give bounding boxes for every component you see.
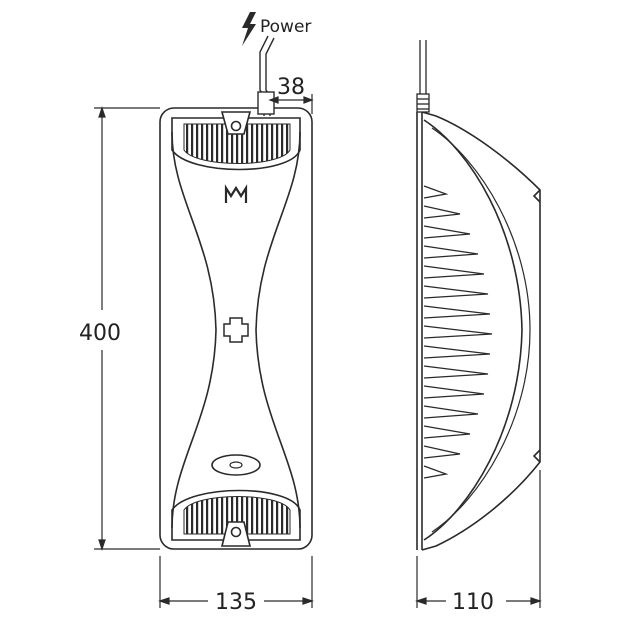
power-label: Power [260, 17, 311, 37]
cooling-fins [423, 185, 493, 479]
bottom-vent-grille [183, 496, 291, 535]
dimension-135-label: 135 [215, 590, 257, 615]
dimension-110-label: 110 [452, 590, 494, 615]
sensor-oval [211, 454, 261, 476]
side-view [416, 40, 541, 551]
dimension-38 [268, 94, 314, 114]
top-vent-outline [171, 117, 301, 171]
side-power-cable [416, 40, 430, 113]
device-body-outline [159, 107, 313, 550]
top-vent-grille [183, 123, 291, 164]
side-housing-outline [421, 111, 541, 551]
dimension-110 [415, 470, 542, 608]
hourglass-contour [171, 131, 301, 529]
lightning-bolt-icon [242, 12, 256, 46]
dimension-400 [94, 106, 160, 551]
power-cable [257, 35, 275, 116]
dimension-38-label: 38 [277, 75, 305, 100]
side-inner-curve [423, 119, 523, 541]
front-view [159, 107, 313, 550]
plus-icon [223, 317, 249, 343]
logo-icon [224, 184, 248, 203]
bottom-vent-outline [171, 489, 301, 541]
dimension-400-label: 400 [79, 321, 121, 346]
dimension-135 [158, 556, 314, 608]
